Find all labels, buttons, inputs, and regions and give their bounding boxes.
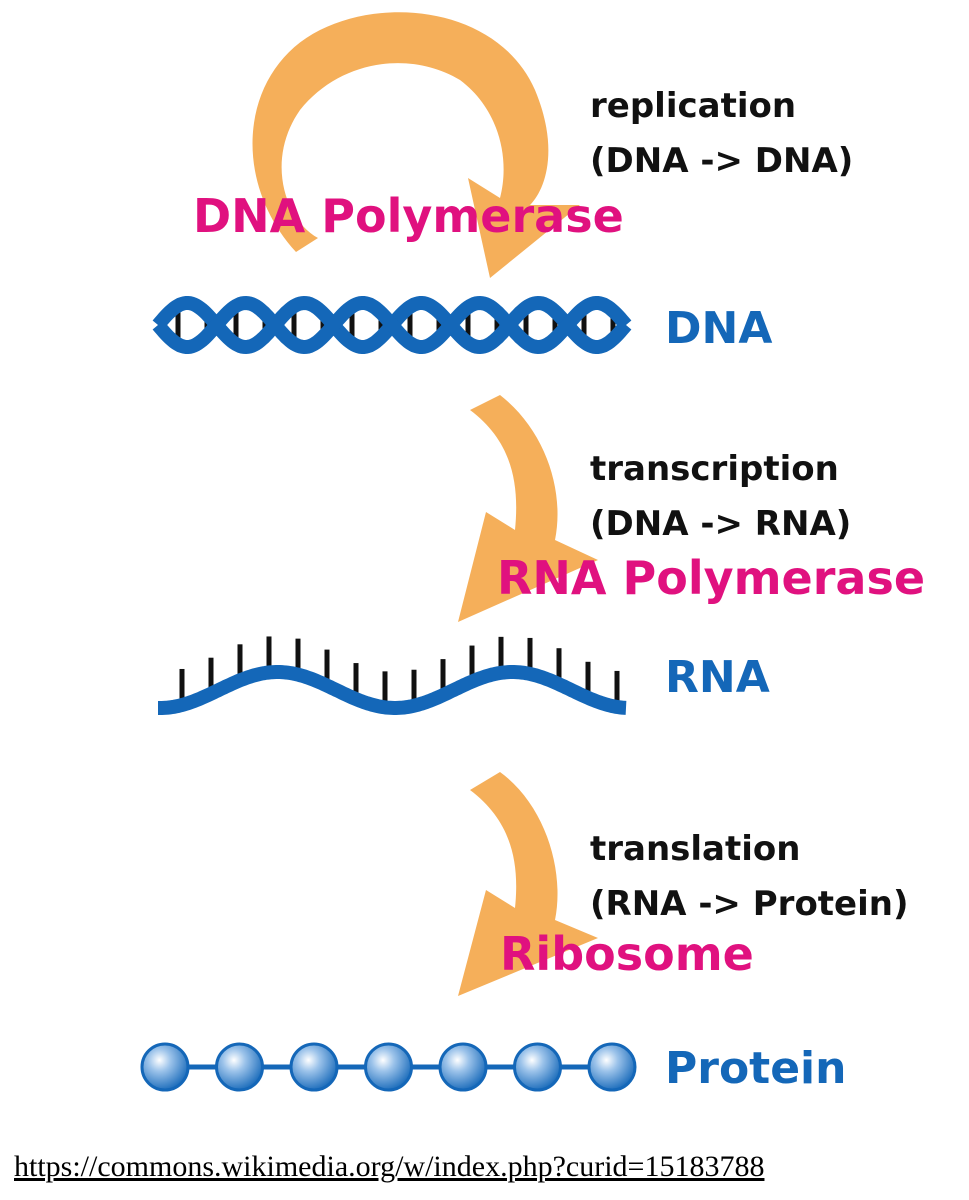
rna-backbone bbox=[158, 665, 627, 715]
rna-polymerase-label: RNA Polymerase bbox=[497, 551, 925, 605]
amino-acid-bead bbox=[587, 1042, 637, 1092]
transcription-arrow bbox=[458, 395, 598, 622]
amino-acid-bead bbox=[364, 1042, 413, 1092]
dna-polymerase-label: DNA Polymerase bbox=[193, 189, 624, 243]
amino-acid-bead bbox=[513, 1042, 562, 1092]
amino-acid-bead bbox=[438, 1042, 488, 1092]
amino-acid-bead bbox=[289, 1042, 339, 1092]
amino-acid-bead bbox=[140, 1042, 190, 1092]
replication-loop-arrow bbox=[252, 12, 580, 278]
ribosome-label: Ribosome bbox=[500, 927, 754, 981]
replication-arrow bbox=[252, 12, 580, 278]
source-credit-link[interactable]: https://commons.wikimedia.org/w/index.ph… bbox=[14, 1150, 765, 1183]
replication-detail-label: (DNA -> DNA) bbox=[590, 141, 853, 181]
dna-strand-b bbox=[152, 295, 632, 355]
translation-detail-label: (RNA -> Protein) bbox=[590, 884, 909, 924]
translation-step-label: translation bbox=[590, 829, 800, 869]
replication-step-label: replication bbox=[590, 86, 796, 126]
rna-single-strand bbox=[158, 636, 627, 715]
rna-label: RNA bbox=[665, 652, 770, 703]
dna-label: DNA bbox=[665, 303, 772, 354]
dna-double-helix bbox=[152, 295, 632, 355]
transcription-step-label: transcription bbox=[590, 449, 839, 489]
protein-chain bbox=[140, 1042, 637, 1092]
protein-label: Protein bbox=[665, 1043, 846, 1094]
amino-acid-bead bbox=[215, 1042, 264, 1092]
translation-arrow bbox=[458, 772, 598, 996]
transcription-detail-label: (DNA -> RNA) bbox=[590, 504, 851, 544]
